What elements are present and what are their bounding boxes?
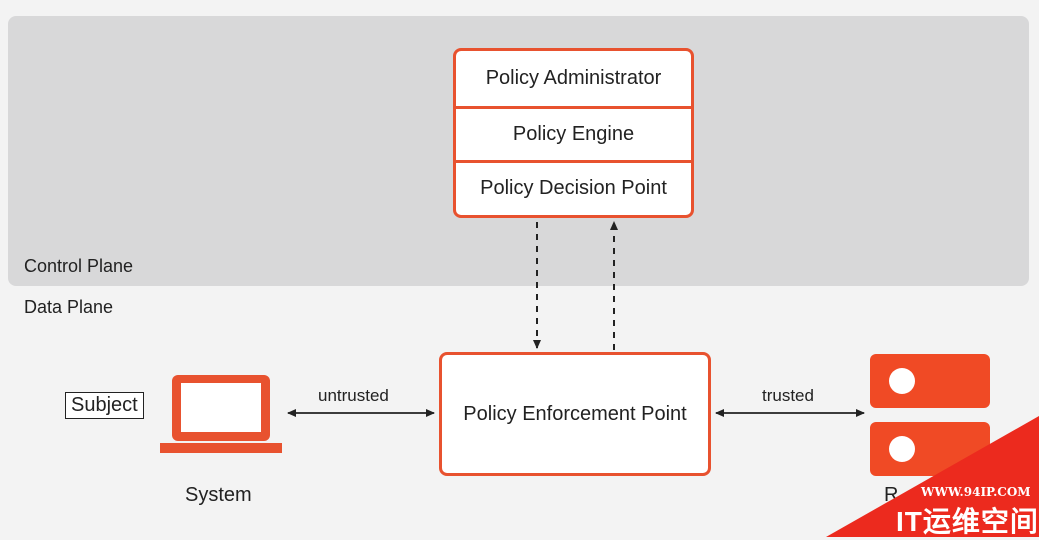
- untrusted-label: untrusted: [318, 386, 389, 405]
- policy-decision-stack: Policy Administrator Policy Engine Polic…: [453, 48, 694, 218]
- system-label: System: [185, 484, 252, 506]
- watermark-name: IT运维空间: [896, 506, 1039, 537]
- subject-label: Subject: [65, 392, 144, 419]
- policy-decision-point-box: Policy Decision Point: [456, 160, 691, 215]
- policy-engine-box: Policy Engine: [456, 105, 691, 161]
- watermark-url: WWW.94IP.COM: [921, 485, 1031, 499]
- policy-administrator-box: Policy Administrator: [485, 66, 662, 89]
- control-plane-label: Control Plane: [24, 256, 134, 276]
- trusted-label: trusted: [762, 386, 814, 405]
- policy-enforcement-point-box: Policy Enforcement Point: [439, 352, 711, 476]
- data-plane-label: Data Plane: [24, 297, 114, 317]
- laptop-icon: [160, 375, 282, 453]
